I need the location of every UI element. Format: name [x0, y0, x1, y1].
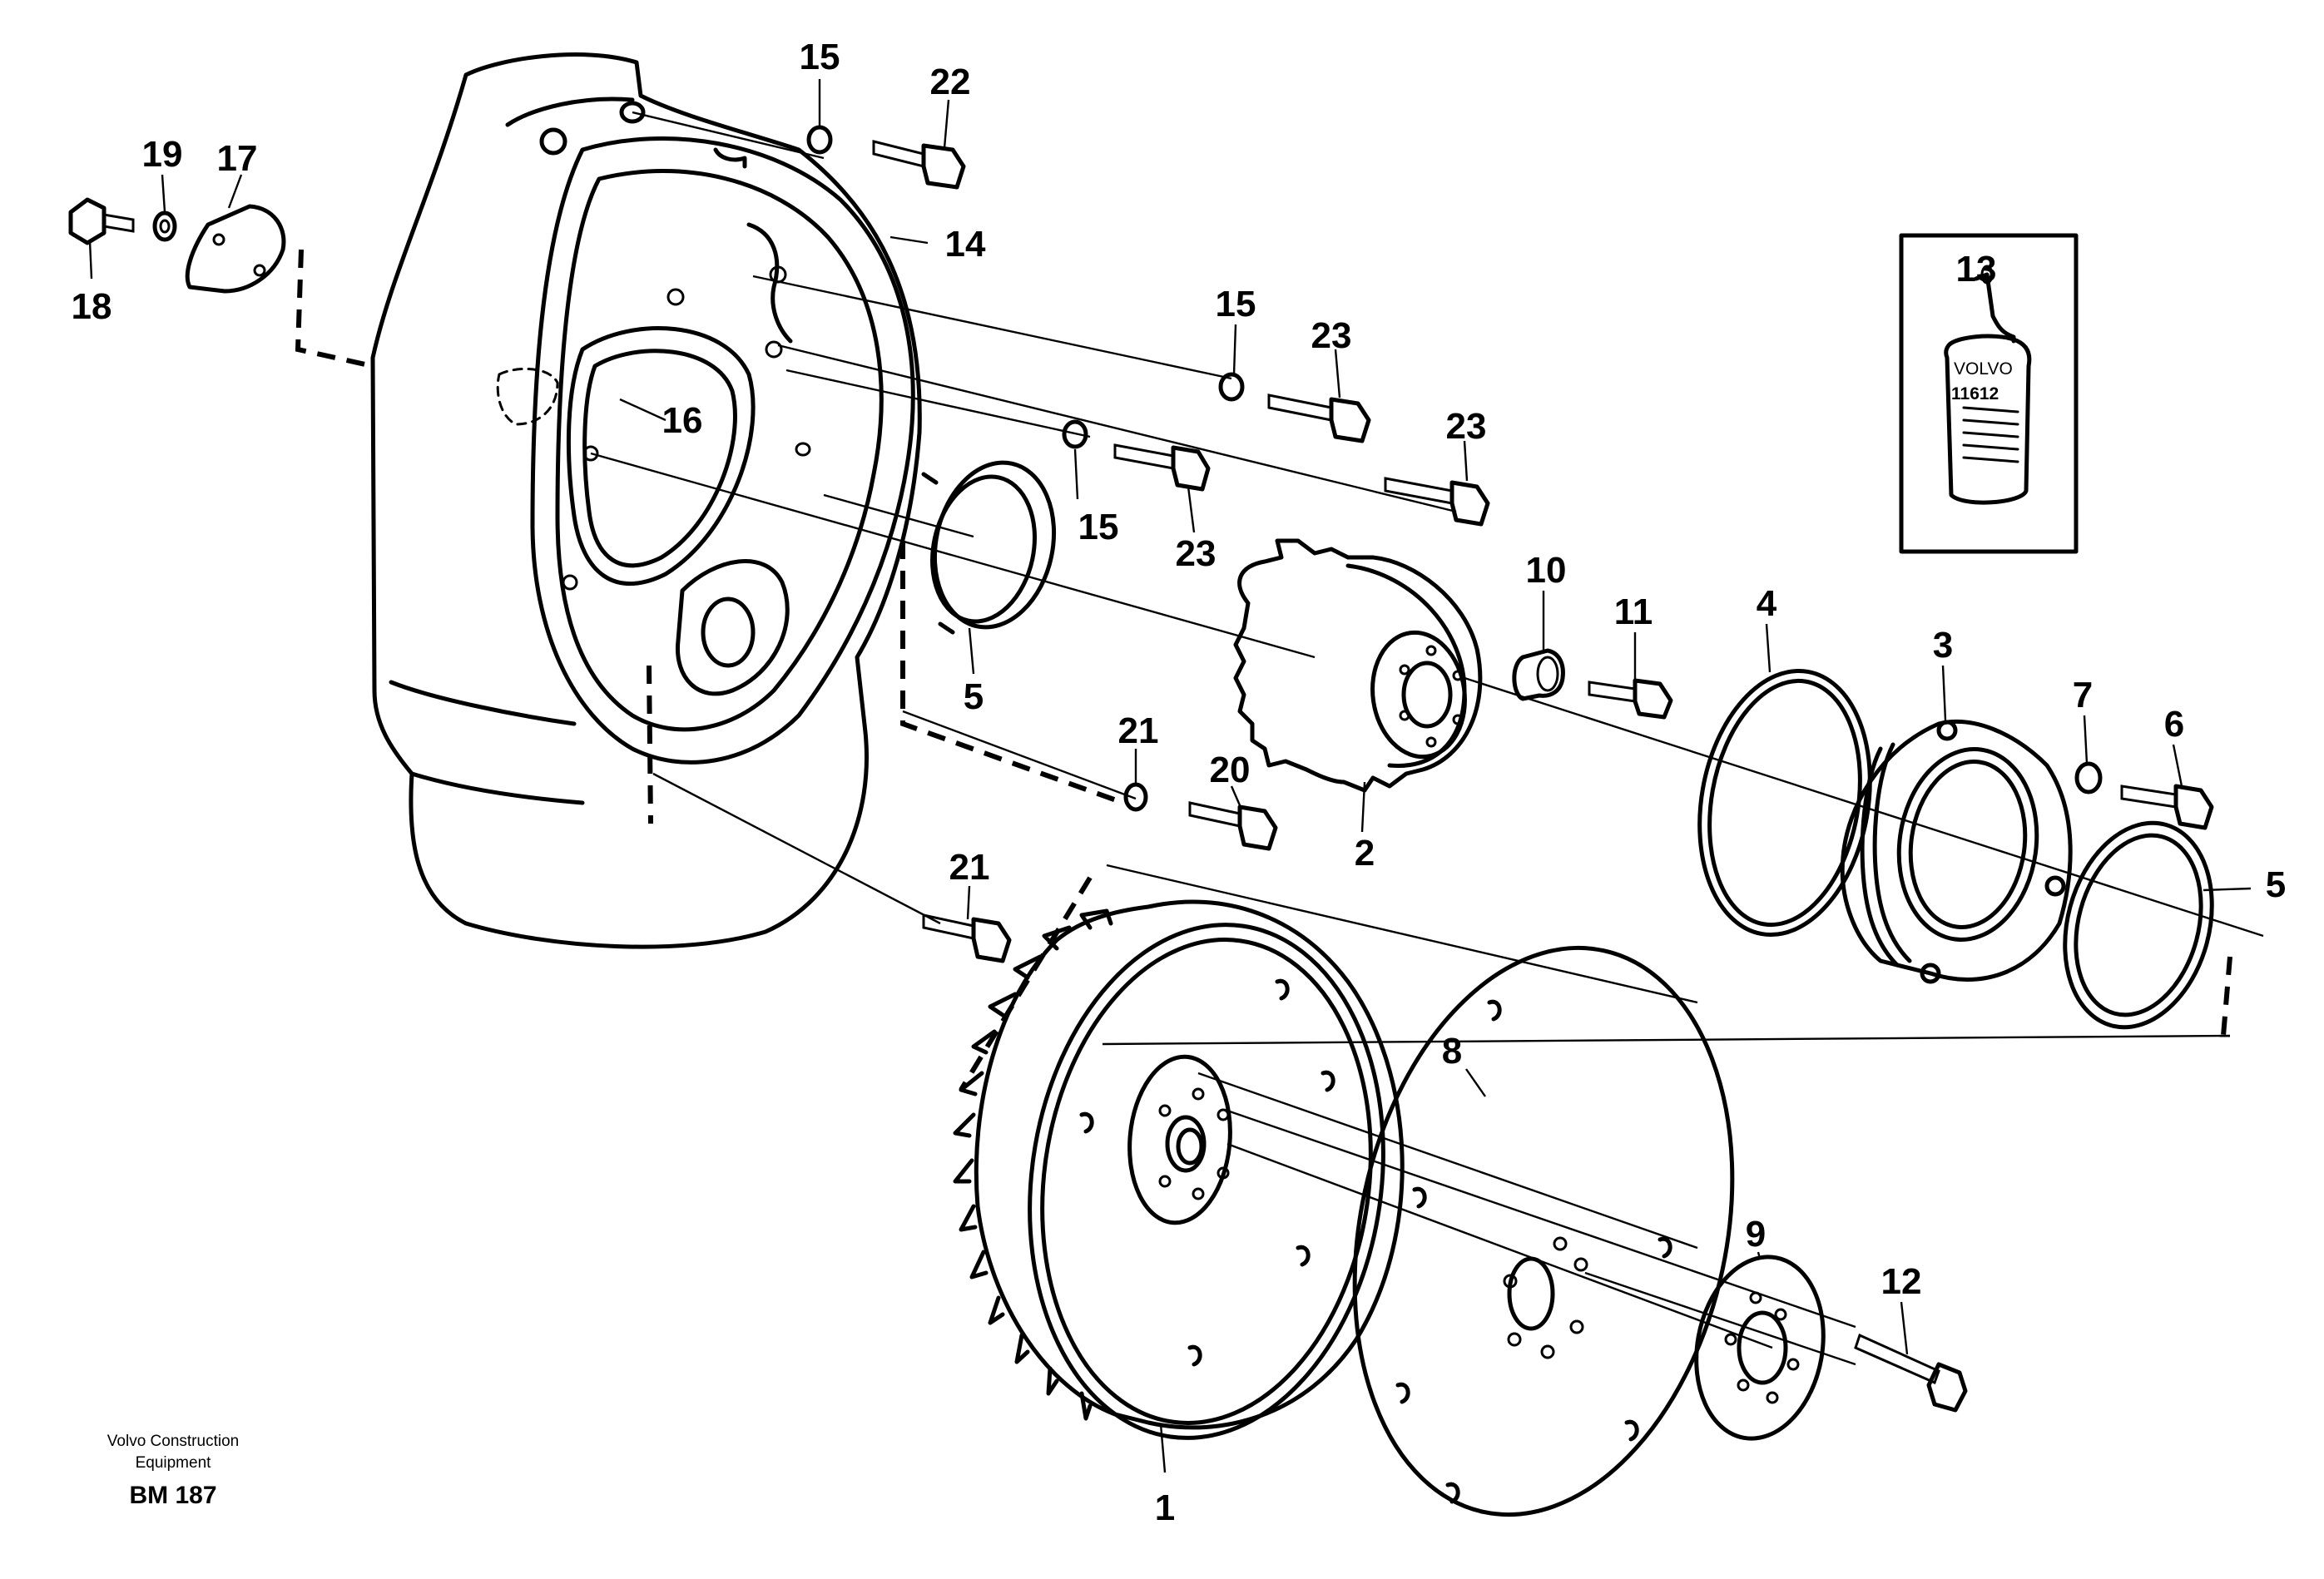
callout-11: 11 [1614, 592, 1653, 632]
callout-7: 7 [2073, 675, 2093, 715]
bolt-18 [68, 197, 135, 245]
callout-23-upper: 23 [1311, 315, 1352, 356]
alignment-lines [590, 111, 2264, 1366]
bolt-23-lower [1113, 443, 1211, 492]
callout-5-upper: 5 [964, 676, 984, 717]
callout-4: 4 [1757, 583, 1777, 624]
bolt-11 [1588, 678, 1673, 720]
callout-23-right: 23 [1446, 406, 1487, 447]
sealant-kit-13: VOLVO 11612 [1899, 233, 2079, 554]
bolt-21-lower [922, 913, 1012, 963]
flywheel-housing [370, 52, 922, 949]
callout-leaders [88, 79, 2252, 1473]
washer-15-lower [1062, 419, 1088, 449]
callout-8: 8 [1442, 1031, 1462, 1072]
bolt-23-upper [1267, 394, 1371, 443]
gear-2 [1233, 538, 1483, 793]
hub-plate-9 [1694, 1255, 1826, 1441]
callout-5-right: 5 [2266, 864, 2286, 905]
callout-15-lower: 15 [1078, 507, 1119, 547]
callout-21-lower: 21 [949, 847, 990, 888]
bottle-number: 11612 [1951, 384, 1999, 403]
bolt-23-right [1384, 477, 1490, 527]
callout-17: 17 [217, 138, 258, 179]
seal-5-upper [921, 460, 1057, 635]
callout-14: 14 [945, 224, 986, 265]
bolt-6 [2120, 784, 2214, 830]
bottle-brand: VOLVO [1954, 359, 2013, 379]
bolt-20 [1188, 801, 1278, 851]
bolt-12 [1854, 1333, 1968, 1413]
footer-branding: Volvo Construction Equipment BM 187 [107, 1433, 239, 1509]
callout-19: 19 [142, 134, 183, 175]
washer-15-top [806, 125, 833, 155]
washer-19 [152, 210, 177, 242]
brand-line-2: Equipment [136, 1454, 212, 1472]
bushing-10 [1512, 648, 1565, 701]
callout-16: 16 [662, 400, 703, 441]
callout-numbers: 15 22 19 17 18 14 15 23 23 15 23 16 13 5… [72, 37, 2287, 1528]
callout-20: 20 [1210, 750, 1251, 790]
callout-18: 18 [72, 286, 112, 327]
washer-7 [2074, 761, 2103, 794]
seal-5-right [2063, 820, 2214, 1030]
brand-line-1: Volvo Construction [107, 1433, 239, 1450]
callout-2: 2 [1355, 833, 1375, 874]
drive-plate-8 [1352, 945, 1735, 1517]
callout-1: 1 [1155, 1487, 1175, 1528]
callout-23-lower: 23 [1176, 533, 1217, 574]
drawing-code: BM 187 [129, 1482, 216, 1509]
callout-10: 10 [1526, 550, 1567, 591]
callout-9: 9 [1746, 1214, 1766, 1255]
callout-6: 6 [2164, 704, 2184, 745]
sealant-bottle [1944, 265, 2032, 505]
flywheel-1 [953, 899, 1405, 1440]
cover-plate [185, 204, 286, 294]
washer-15-middle [1218, 372, 1245, 402]
callout-15-top: 15 [800, 37, 840, 77]
callout-22: 22 [930, 62, 971, 102]
callout-15-middle: 15 [1216, 284, 1256, 324]
bolt-22 [872, 140, 966, 190]
o-ring-4 [1697, 668, 1872, 938]
callout-13: 13 [1956, 249, 1997, 290]
callout-12: 12 [1881, 1261, 1922, 1302]
callout-21-upper: 21 [1118, 710, 1159, 751]
callout-3: 3 [1933, 625, 1953, 666]
bearing-housing-3 [1840, 719, 2073, 984]
